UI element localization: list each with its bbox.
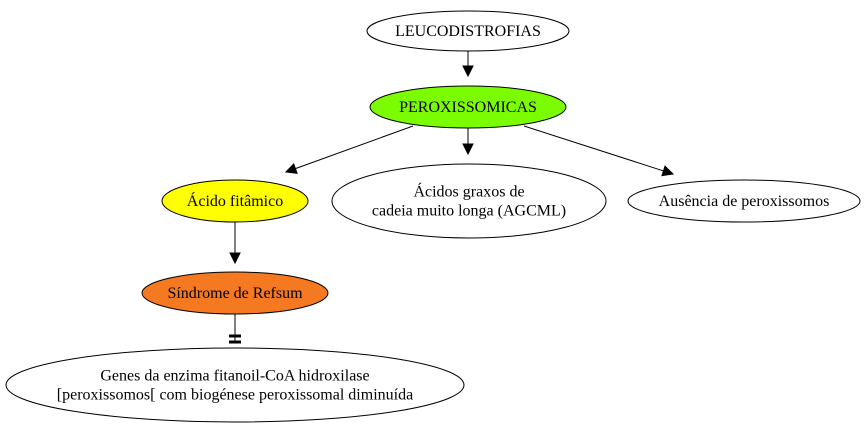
node-ellipse (627, 179, 861, 223)
edge-line (523, 125, 664, 172)
node-genes: Genes da enzima fitanoil-CoA hidroxilase… (5, 347, 465, 423)
edge-acido_fitamico-to-refsum (229, 222, 241, 265)
edge-leucodistrofias-to-peroxissomicas (462, 51, 474, 78)
node-ellipse (369, 85, 567, 129)
arrowhead (462, 65, 474, 78)
arrowhead (284, 162, 298, 174)
node-label: Ácido fitâmico (187, 191, 283, 210)
edge-line (295, 125, 414, 170)
nodes-layer: LEUCODISTROFIAS PEROXISSOMICAS Ácido fitâm… (5, 10, 861, 423)
node-ellipse (331, 163, 607, 239)
node-label: LEUCODISTROFIAS (395, 23, 541, 40)
node-label: PEROXISSOMICAS (399, 99, 537, 116)
edge-peroxissomicas-to-ausencia (523, 125, 675, 177)
node-peroxissomicas: PEROXISSOMICAS (369, 85, 567, 129)
node-label: Ausência de peroxissomos (659, 193, 830, 210)
arrowhead (661, 165, 675, 177)
edges-layer (229, 51, 675, 344)
node-refsum: Síndrome de Refsum (141, 271, 329, 315)
node-label: Síndrome de Refsum (167, 285, 303, 302)
node-leucodistrofias: LEUCODISTROFIAS (366, 10, 570, 52)
arrowhead (462, 143, 474, 156)
edge-refsum-to-genes (229, 314, 241, 344)
node-label: cadeia muito longa (AGCML) (372, 203, 566, 220)
node-acido-fitamico: Ácido fitâmico (161, 179, 309, 223)
node-ellipse (161, 179, 309, 223)
node-ellipse (141, 271, 329, 315)
node-acidos-graxos: Ácidos graxos de cadeia muito longa (AGCM… (331, 163, 607, 239)
edge-peroxissomicas-to-acidos_graxos (462, 128, 474, 156)
edge-peroxissomicas-to-acido_fitamico (284, 125, 414, 174)
node-ellipse (5, 347, 465, 423)
node-label: Ácidos graxos de (413, 182, 524, 201)
node-label: [peroxissomos[ com biogénese peroxissoma… (57, 387, 413, 404)
node-ellipse (366, 10, 570, 52)
node-label: Genes da enzima fitanoil-CoA hidroxilase (100, 368, 369, 385)
arrowhead (229, 252, 241, 265)
node-ausencia: Ausência de peroxissomos (627, 179, 861, 223)
